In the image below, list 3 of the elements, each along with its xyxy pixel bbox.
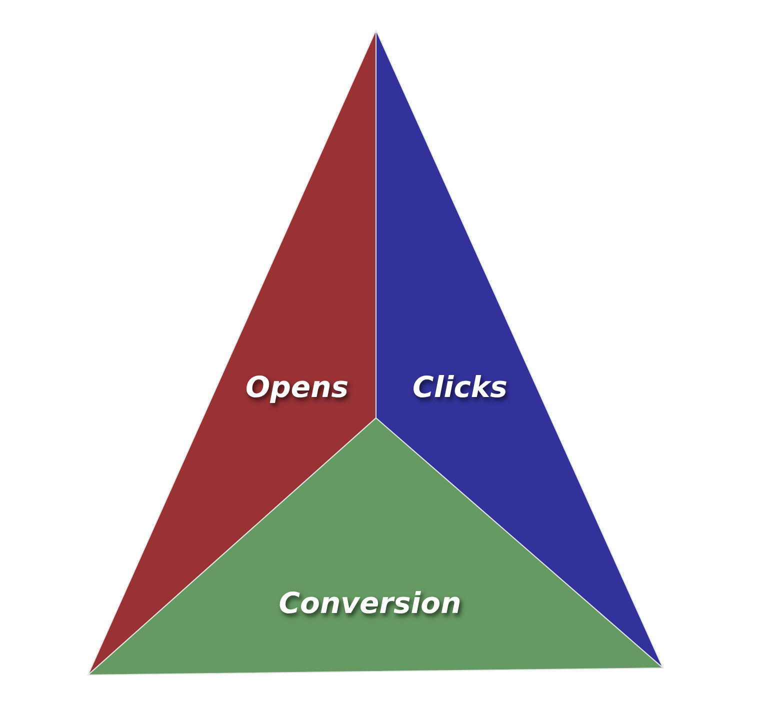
segment-label: Opens <box>246 370 348 404</box>
segment-label: Clicks <box>412 370 508 404</box>
segment-label: Conversion <box>278 586 462 620</box>
